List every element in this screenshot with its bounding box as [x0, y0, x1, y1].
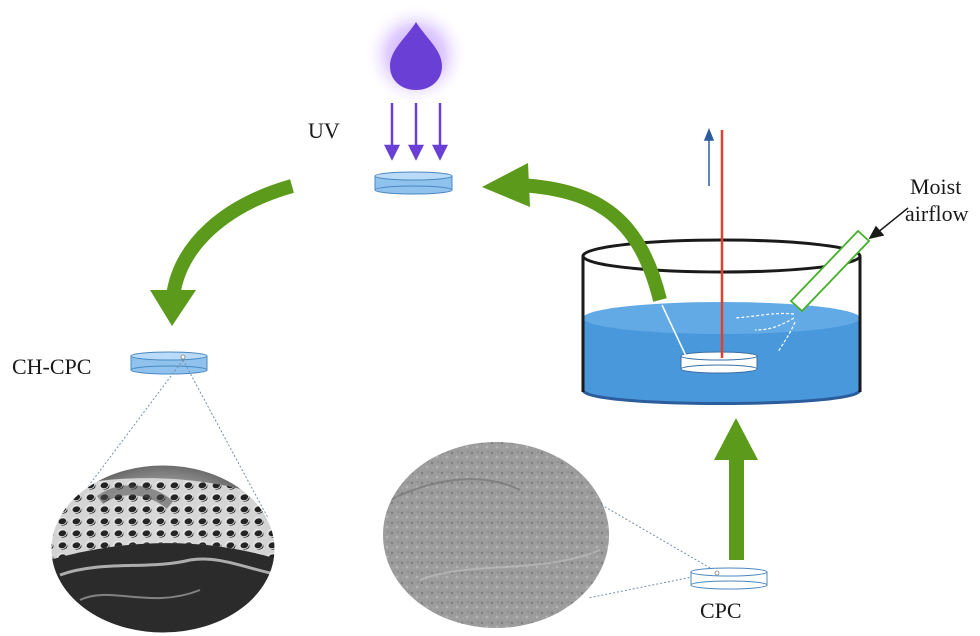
uv-lamp-icon: [364, 3, 468, 107]
beaker: [581, 238, 862, 405]
airflow-tube: [789, 229, 871, 313]
moist-label: Moist: [910, 174, 961, 199]
cpc-disc: [690, 567, 768, 590]
uv-label: UV: [308, 118, 340, 143]
curved-arrow-left-icon: [150, 179, 294, 326]
porous-sem-image: [51, 465, 275, 633]
uv-disc: [374, 171, 453, 195]
ch-cpc-disc: [130, 351, 208, 375]
zoom-lines-ch-cpc: [59, 359, 269, 525]
uv-rays-icon: [383, 103, 449, 161]
curved-arrow-right-icon: [482, 163, 687, 357]
up-arrow-icon: [703, 127, 715, 186]
dense-sem-image: [383, 442, 609, 628]
airflow-arrow-icon: [868, 207, 909, 240]
airflow-label: airflow: [905, 201, 969, 226]
ch-cpc-label: CH-CPC: [12, 354, 91, 379]
cpc-label: CPC: [700, 598, 742, 623]
arrow-up-icon: [714, 418, 758, 560]
